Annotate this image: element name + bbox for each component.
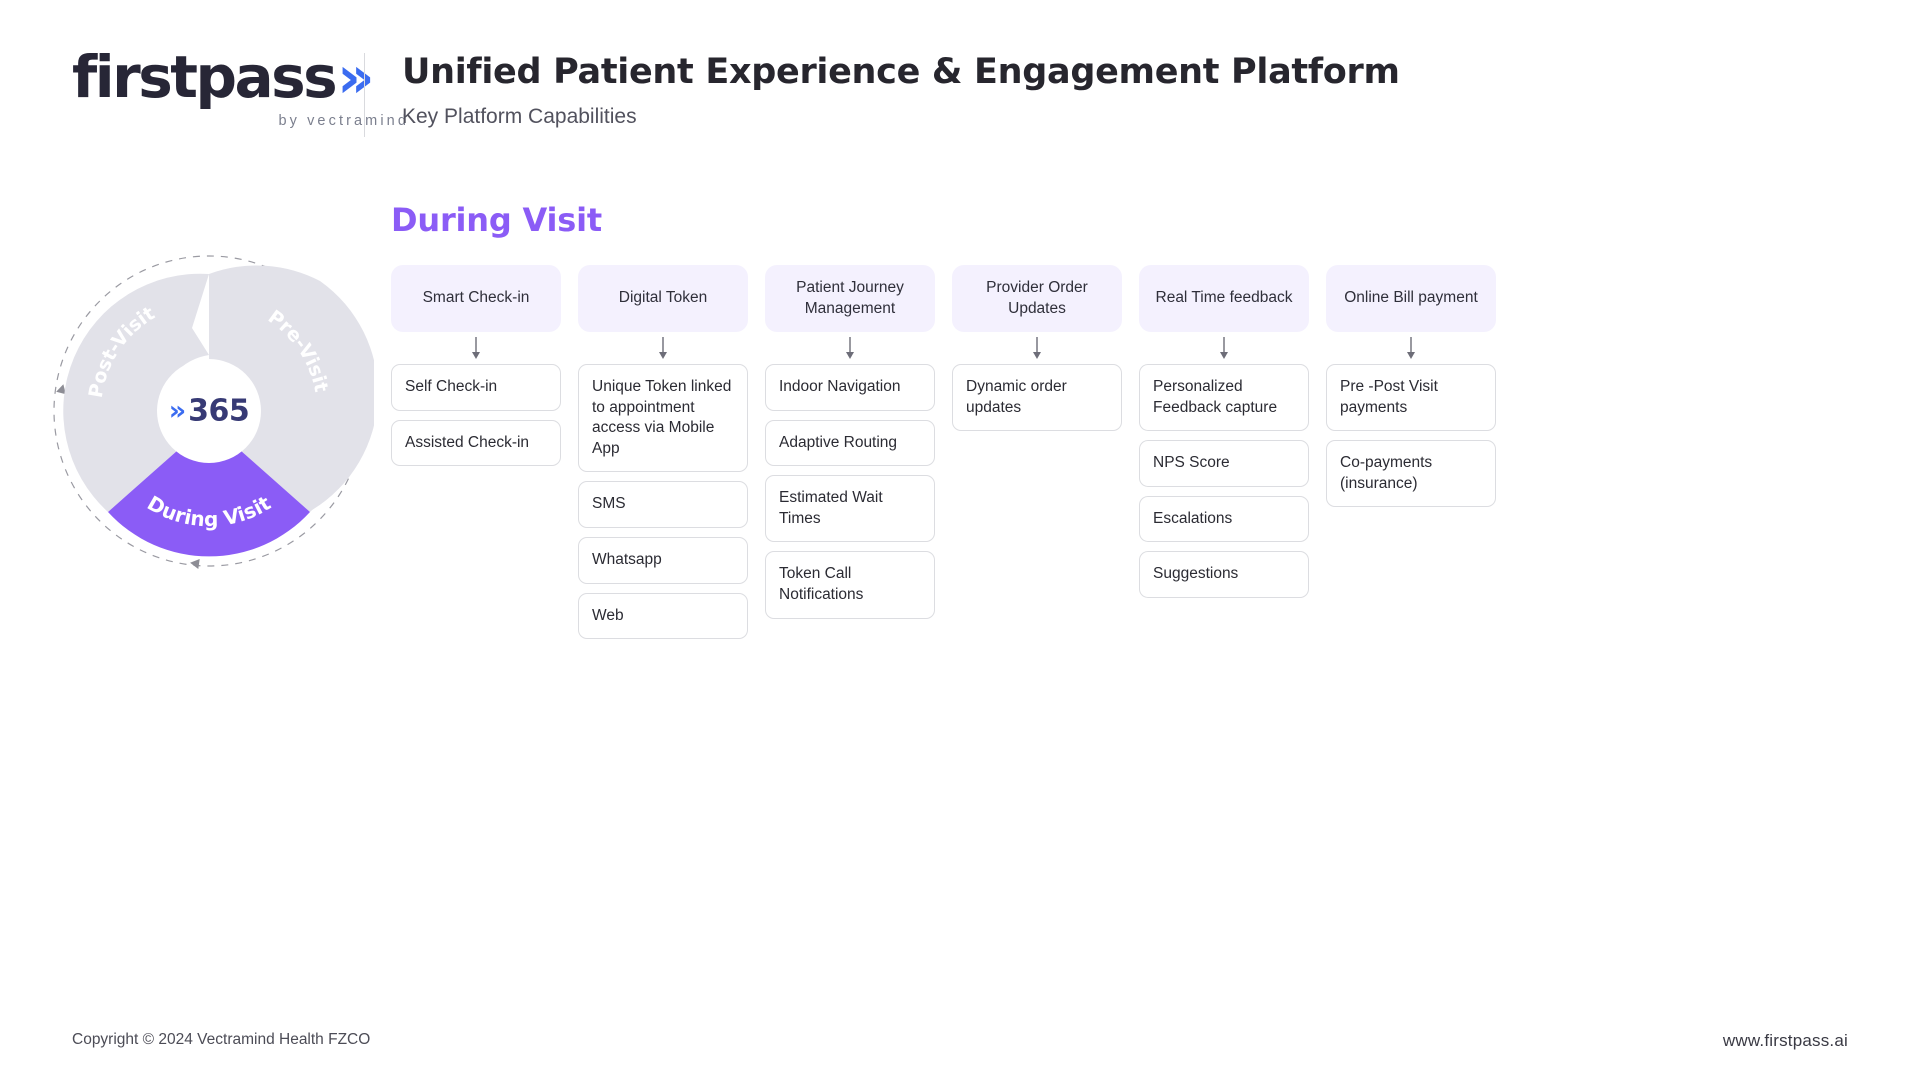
down-arrow-icon [391, 332, 561, 364]
wheel-center-chevron-icon: » [168, 395, 187, 427]
wheel-segment-post-visit[interactable] [63, 273, 209, 512]
slide-header: firstpass» by vectramind Unified Patient… [0, 0, 1920, 180]
column-items: Unique Token linked to appointment acces… [578, 364, 748, 640]
column-items: Dynamic order updates [952, 364, 1122, 432]
column-header[interactable]: Online Bill payment [1326, 265, 1496, 332]
wheel-segment-during-visit[interactable] [108, 450, 310, 557]
column-header[interactable]: Real Time feedback [1139, 265, 1309, 332]
capability-item[interactable]: Suggestions [1139, 551, 1309, 599]
down-arrow-icon [578, 332, 748, 364]
page-subtitle: Key Platform Capabilities [402, 105, 637, 128]
down-arrow-icon [1139, 332, 1309, 364]
wheel-center-disc [157, 359, 261, 463]
brand-logo: firstpass» by vectramind [72, 48, 412, 129]
capability-item[interactable]: Adaptive Routing [765, 419, 935, 467]
capability-column-real-time-feedback: Real Time feedback Personalized Feedback… [1139, 265, 1309, 639]
wheel-center-value: 365 [188, 393, 250, 429]
column-items: Pre -Post Visit payments Co-payments (in… [1326, 364, 1496, 508]
capability-item[interactable]: NPS Score [1139, 440, 1309, 487]
journey-wheel-svg: Pre-Visit Post-Visit During Visit [53, 255, 374, 569]
header-divider [364, 53, 365, 137]
wheel-center-label: » 365 [169, 394, 250, 429]
capability-item[interactable]: Whatsapp [578, 537, 748, 584]
capability-item[interactable]: Pre -Post Visit payments [1326, 364, 1496, 432]
capability-item[interactable]: Co-payments (insurance) [1326, 440, 1496, 508]
wheel-arrow-marker-left [56, 384, 66, 395]
capability-column-online-bill-payment: Online Bill payment Pre -Post Visit paym… [1326, 265, 1496, 639]
capability-item[interactable]: SMS [578, 481, 748, 529]
stage-heading: During Visit [391, 201, 603, 239]
journey-wheel: Pre-Visit Post-Visit During Visit » 365 [44, 246, 374, 576]
capability-item[interactable]: Self Check-in [391, 364, 561, 411]
column-header[interactable]: Digital Token [578, 265, 748, 332]
page-title: Unified Patient Experience & Engagement … [402, 52, 1400, 92]
column-header[interactable]: Provider Order Updates [952, 265, 1122, 332]
capability-item[interactable]: Web [578, 592, 748, 640]
capability-column-digital-token: Digital Token Unique Token linked to app… [578, 265, 748, 640]
down-arrow-icon [1326, 332, 1496, 364]
header-title-block: Unified Patient Experience & Engagement … [402, 52, 1400, 129]
capability-column-smart-check-in: Smart Check-in Self Check-in Assisted Ch… [391, 265, 561, 639]
capability-item[interactable]: Dynamic order updates [952, 364, 1122, 432]
capability-item[interactable]: Escalations [1139, 495, 1309, 543]
footer-copyright: Copyright © 2024 Vectramind Health FZCO [72, 1031, 371, 1048]
brand-tagline: by vectramind [278, 113, 409, 129]
brand-wordmark-text: firstpass [72, 43, 338, 111]
capability-item[interactable]: Unique Token linked to appointment acces… [578, 364, 748, 473]
capability-item[interactable]: Personalized Feedback capture [1139, 364, 1309, 432]
footer-website[interactable]: www.firstpass.ai [1722, 1031, 1848, 1050]
wheel-segment-pre-visit-shape[interactable] [209, 273, 355, 512]
brand-wordmark: firstpass» [72, 48, 412, 106]
capability-item[interactable]: Indoor Navigation [765, 364, 935, 411]
capability-column-provider-order-updates: Provider Order Updates Dynamic order upd… [952, 265, 1122, 639]
capability-column-patient-journey-management: Patient Journey Management Indoor Naviga… [765, 265, 935, 639]
wheel-arrow-marker-bottom [190, 559, 200, 569]
down-arrow-icon [765, 332, 935, 364]
column-items: Indoor Navigation Adaptive Routing Estim… [765, 364, 935, 619]
column-items: Self Check-in Assisted Check-in [391, 364, 561, 467]
capability-columns: Smart Check-in Self Check-in Assisted Ch… [391, 265, 1496, 640]
brand-chevron-icon: » [337, 43, 375, 111]
column-header[interactable]: Patient Journey Management [765, 265, 935, 332]
capability-item[interactable]: Token Call Notifications [765, 551, 935, 619]
down-arrow-icon [952, 332, 1122, 364]
capability-item[interactable]: Estimated Wait Times [765, 475, 935, 543]
column-header[interactable]: Smart Check-in [391, 265, 561, 332]
capability-item[interactable]: Assisted Check-in [391, 419, 561, 467]
column-items: Personalized Feedback capture NPS Score … [1139, 364, 1309, 599]
